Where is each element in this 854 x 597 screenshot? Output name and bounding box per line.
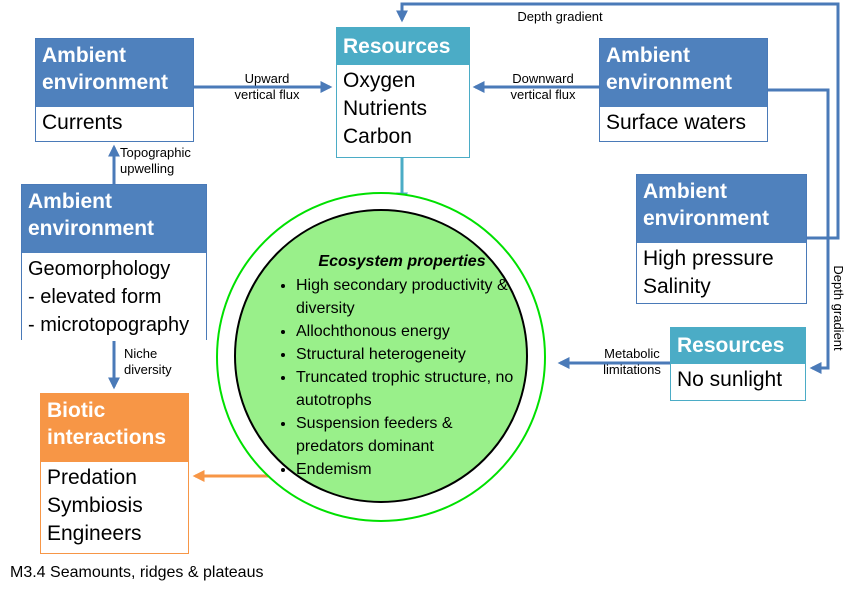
ambient-geomorph-header: Ambient environment — [22, 185, 206, 253]
pressure-line-1: High pressure — [643, 247, 774, 270]
resources-right-box: Resources No sunlight — [670, 327, 806, 401]
downward-flux-line-1: Downward — [512, 71, 574, 86]
biotic-engineers: Engineers — [47, 522, 142, 545]
ambient-currents-box: Ambient environment Currents — [35, 38, 194, 142]
topographic-line-1: Topographic — [120, 145, 191, 160]
resources-top-header: Resources — [337, 28, 469, 65]
ecosystem-item: Allochthonous energy — [296, 320, 522, 343]
ecosystem-circle — [234, 209, 528, 503]
ambient-pressure-box: Ambient environment High pressure Salini… — [636, 174, 807, 304]
ecosystem-list: High secondary productivity & diversity … — [282, 274, 522, 481]
depth-gradient-side-label: Depth gradient — [831, 265, 846, 351]
biotic-body: Predation Symbiosis Engineers — [41, 462, 188, 550]
pressure-line-2: Salinity — [643, 275, 711, 298]
downward-flux-line-2: vertical flux — [510, 87, 576, 102]
biotic-symbiosis: Symbiosis — [47, 494, 143, 517]
ambient-surface-box: Ambient environment Surface waters — [599, 38, 768, 142]
metabolic-limitations-label: Metabolic limitations — [594, 346, 670, 378]
ambient-currents-body: Currents — [36, 107, 193, 139]
niche-line-1: Niche — [124, 346, 158, 361]
ambient-geomorph-header-line-1: Ambient — [28, 190, 112, 213]
ambient-surface-header-line-2: environment — [606, 71, 733, 94]
topographic-upwelling-label: Topographic upwelling — [120, 145, 210, 177]
ecosystem-title: Ecosystem properties — [318, 253, 486, 270]
topographic-line-2: upwelling — [120, 161, 175, 176]
ambient-geomorph-header-line-2: environment — [28, 217, 155, 240]
ambient-geomorph-box: Ambient environment Geomorphology - elev… — [21, 184, 207, 341]
resources-top-box: Resources Oxygen Nutrients Carbon — [336, 27, 470, 158]
biotic-header-line-2: interactions — [47, 426, 167, 449]
ambient-pressure-header: Ambient environment — [637, 175, 806, 243]
niche-diversity-label: Niche diversity — [124, 346, 204, 378]
metabolic-line-1: Metabolic — [604, 346, 660, 361]
ecosystem-item: High secondary productivity & diversity — [296, 274, 522, 320]
metabolic-line-2: limitations — [603, 362, 661, 377]
ambient-pressure-header-line-2: environment — [643, 207, 770, 230]
upward-flux-line-2: vertical flux — [234, 87, 300, 102]
resource-oxygen: Oxygen — [343, 69, 416, 92]
geomorph-line-2: - elevated form — [28, 286, 162, 308]
ecosystem-item: Suspension feeders & predators dominant — [296, 412, 522, 458]
ecosystem-item: Structural heterogeneity — [296, 343, 522, 366]
geomorph-line-3: - microtopography — [28, 314, 190, 336]
ambient-geomorph-body: Geomorphology - elevated form - microtop… — [22, 253, 206, 341]
upward-flux-label: Upward vertical flux — [212, 71, 322, 103]
resources-top-body: Oxygen Nutrients Carbon — [337, 65, 469, 153]
biotic-predation: Predation — [47, 466, 137, 489]
ambient-surface-body: Surface waters — [600, 107, 767, 139]
biotic-header: Biotic interactions — [41, 394, 188, 462]
ambient-currents-header-line-1: Ambient — [42, 44, 126, 67]
resources-right-header: Resources — [671, 328, 805, 364]
resource-nutrients: Nutrients — [343, 97, 428, 120]
downward-flux-label: Downward vertical flux — [488, 71, 598, 103]
ambient-surface-header: Ambient environment — [600, 39, 767, 107]
ecosystem-item: Truncated trophic structure, no autotrop… — [296, 366, 522, 412]
ambient-surface-header-line-1: Ambient — [606, 44, 690, 67]
ecosystem-properties: Ecosystem properties High secondary prod… — [282, 250, 522, 481]
biotic-box: Biotic interactions Predation Symbiosis … — [40, 393, 189, 554]
geomorph-line-1: Geomorphology — [28, 258, 171, 280]
resources-right-body: No sunlight — [671, 364, 805, 396]
ambient-currents-header: Ambient environment — [36, 39, 193, 107]
ambient-pressure-body: High pressure Salinity — [637, 243, 806, 303]
ambient-currents-header-line-2: environment — [42, 71, 169, 94]
resource-carbon: Carbon — [343, 125, 412, 148]
niche-line-2: diversity — [124, 362, 172, 377]
figure-caption: M3.4 Seamounts, ridges & plateaus — [10, 564, 264, 581]
depth-gradient-top-label: Depth gradient — [517, 9, 603, 24]
ambient-pressure-header-line-1: Ambient — [643, 180, 727, 203]
biotic-header-line-1: Biotic — [47, 399, 106, 422]
depth-gradient-side-arrow — [768, 88, 830, 374]
ecosystem-item: Endemism — [296, 458, 522, 481]
upward-flux-line-1: Upward — [244, 71, 290, 86]
